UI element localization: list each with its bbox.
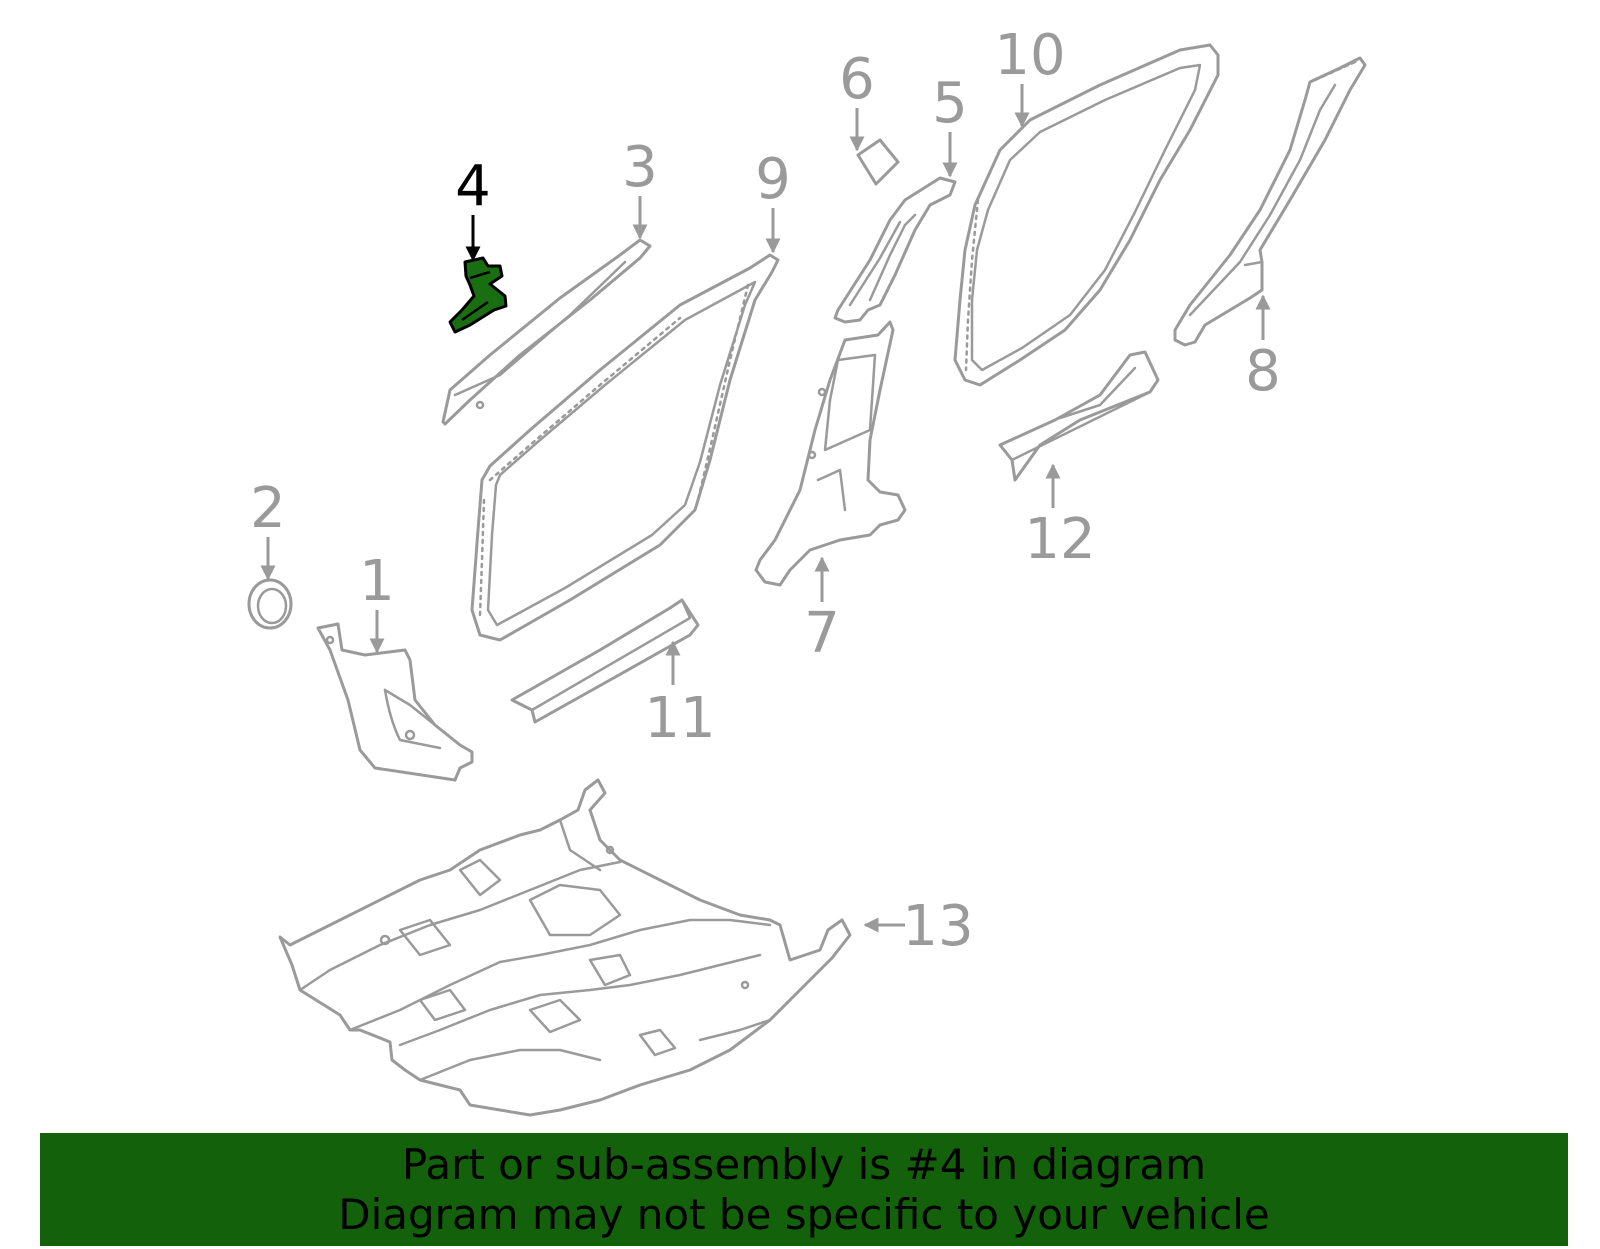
callout-3: 3 [622, 135, 658, 200]
callout-7: 7 [804, 601, 840, 666]
part-8-rear-pillar-trim[interactable] [1173, 56, 1367, 347]
callout-1: 1 [359, 549, 395, 614]
callout-arrows [260, 84, 1271, 933]
info-banner: Part or sub-assembly is #4 in diagram Di… [40, 1133, 1568, 1246]
part-11-front-sill-plate[interactable] [510, 598, 700, 724]
part-1-kick-panel[interactable] [316, 622, 474, 782]
callout-8: 8 [1245, 339, 1281, 404]
callout-labels: 1 2 3 4 5 6 7 8 9 10 11 12 13 [250, 23, 1281, 959]
part-4-clip-highlighted[interactable] [448, 256, 508, 334]
callout-4: 4 [455, 154, 491, 219]
part-3-pillar-trim[interactable] [441, 238, 652, 426]
callout-13: 13 [902, 894, 973, 959]
part-12-rear-sill-plate[interactable] [998, 350, 1160, 482]
part-6-cap[interactable] [856, 138, 900, 186]
callout-5: 5 [932, 71, 968, 136]
part-7-center-pillar-trim[interactable] [754, 320, 907, 587]
banner-line-part: Part or sub-assembly is #4 in diagram [401, 1139, 1207, 1189]
part-5-upper-pillar-trim[interactable] [833, 176, 957, 324]
part-2-grommet[interactable] [247, 578, 293, 630]
part-9-front-door-weatherstrip[interactable] [470, 253, 780, 642]
part-10-rear-door-weatherstrip[interactable] [953, 43, 1220, 387]
callout-9: 9 [755, 147, 791, 212]
callout-6: 6 [839, 47, 875, 112]
part-13-floor-carpet[interactable] [278, 778, 852, 1117]
callout-11: 11 [644, 686, 715, 751]
callout-12: 12 [1024, 507, 1095, 572]
callout-2: 2 [250, 476, 286, 541]
callout-10: 10 [994, 23, 1065, 88]
banner-line-disclaimer: Diagram may not be specific to your vehi… [338, 1189, 1270, 1239]
